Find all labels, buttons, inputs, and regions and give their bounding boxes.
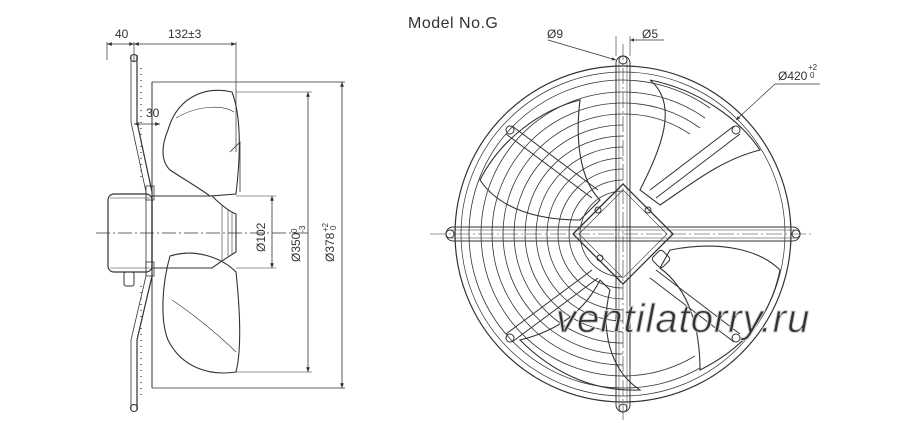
leader-dia-420 [735, 83, 776, 121]
mount-struts [505, 125, 741, 343]
dim-420-tol-upper: +2 [808, 63, 818, 72]
dim-420-tol-lower: 0 [810, 71, 815, 80]
dim-378-tol-lower: 0 [329, 225, 338, 230]
dim-350: Ø350-3 [289, 225, 307, 262]
dim-350-value: Ø350 [289, 232, 303, 262]
dim-102: Ø102 [254, 222, 268, 252]
dim-350-tol-lower: -3 [298, 225, 307, 233]
dim-slot-5: Ø5 [642, 27, 658, 41]
cable-gland [123, 271, 135, 287]
dim-378: Ø378 [323, 232, 337, 262]
model-title: Model No.G [408, 15, 498, 32]
dim-132: 132±3 [168, 27, 202, 41]
rotor-hub [151, 195, 237, 269]
fan-blade-upper [162, 89, 240, 197]
dim-30: 30 [146, 106, 160, 120]
dim-378-tol-upper: +2 [321, 222, 330, 232]
leader-hole-9 [547, 39, 617, 61]
dim-40: 40 [115, 27, 129, 41]
side-view [96, 42, 345, 412]
dim-420: Ø420 [778, 69, 808, 83]
fan-blade-lower [162, 252, 241, 374]
dim-350-tol-upper: 0 [290, 228, 299, 233]
watermark: ventilatorry.ru [556, 297, 810, 341]
dim-hole-9: Ø9 [547, 27, 563, 41]
fan-blades [479, 79, 781, 391]
front-view [430, 36, 820, 420]
